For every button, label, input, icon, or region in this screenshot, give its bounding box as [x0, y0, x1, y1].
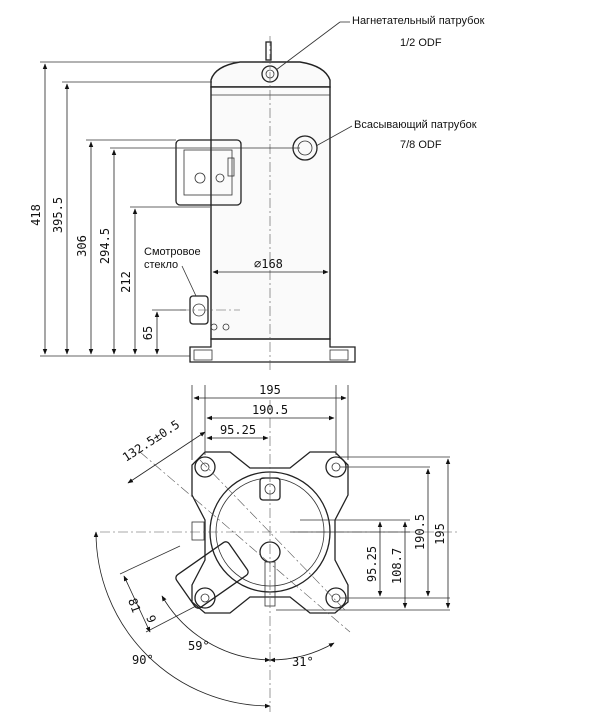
- dim-v190: 190.5: [413, 514, 427, 550]
- dim-v108: 108.7: [390, 548, 404, 584]
- dim-395: 395.5: [51, 197, 65, 233]
- arc-31: [269, 642, 335, 663]
- dim-65: 65: [141, 326, 155, 340]
- dim-width-190: 190.5: [252, 403, 288, 417]
- suction-callout-title: Всасывающий патрубок: [354, 119, 477, 131]
- compressor-base: [189, 338, 356, 363]
- angle-59: 59°: [188, 639, 210, 653]
- compressor-dome: [210, 61, 331, 88]
- discharge-stub: [265, 41, 272, 61]
- top-terminal-box: [175, 541, 249, 609]
- dim-width-195: 195: [259, 383, 281, 397]
- suction-callout-size: 7/8 ODF: [400, 139, 442, 151]
- dim-294: 294.5: [98, 228, 112, 264]
- dim-width-95: 95.25: [220, 423, 256, 437]
- side-view: ∅168 418 395.5 306 294.5 212 65 Нагнетат…: [29, 15, 485, 370]
- dim-diagonal: 132.5±0.5: [120, 417, 182, 464]
- dim-9: 9: [143, 613, 159, 625]
- sight-glass-label-1: Смотровое: [144, 246, 201, 258]
- discharge-callout-size: 1/2 ODF: [400, 37, 442, 49]
- arc-59: [161, 595, 271, 663]
- angle-31: 31°: [292, 655, 314, 669]
- dim-212: 212: [119, 271, 133, 293]
- dim-diameter: ∅168: [254, 257, 283, 271]
- dim-v195: 195: [433, 523, 447, 545]
- sight-glass-label-2: стекло: [144, 259, 178, 271]
- discharge-callout-title: Нагнетательный патрубок: [352, 15, 485, 27]
- angle-90: 90°: [132, 653, 154, 667]
- terminal-box: [175, 139, 242, 206]
- compressor-shell: [210, 86, 331, 340]
- dim-418: 418: [29, 204, 43, 226]
- dim-v95: 95.25: [365, 546, 379, 582]
- mount-foot-tl: [194, 456, 216, 478]
- top-view: 195 190.5 95.25 132.5±0.5 95.25 108.7 19…: [93, 383, 460, 712]
- arc-90: [93, 531, 271, 709]
- dim-306: 306: [75, 235, 89, 257]
